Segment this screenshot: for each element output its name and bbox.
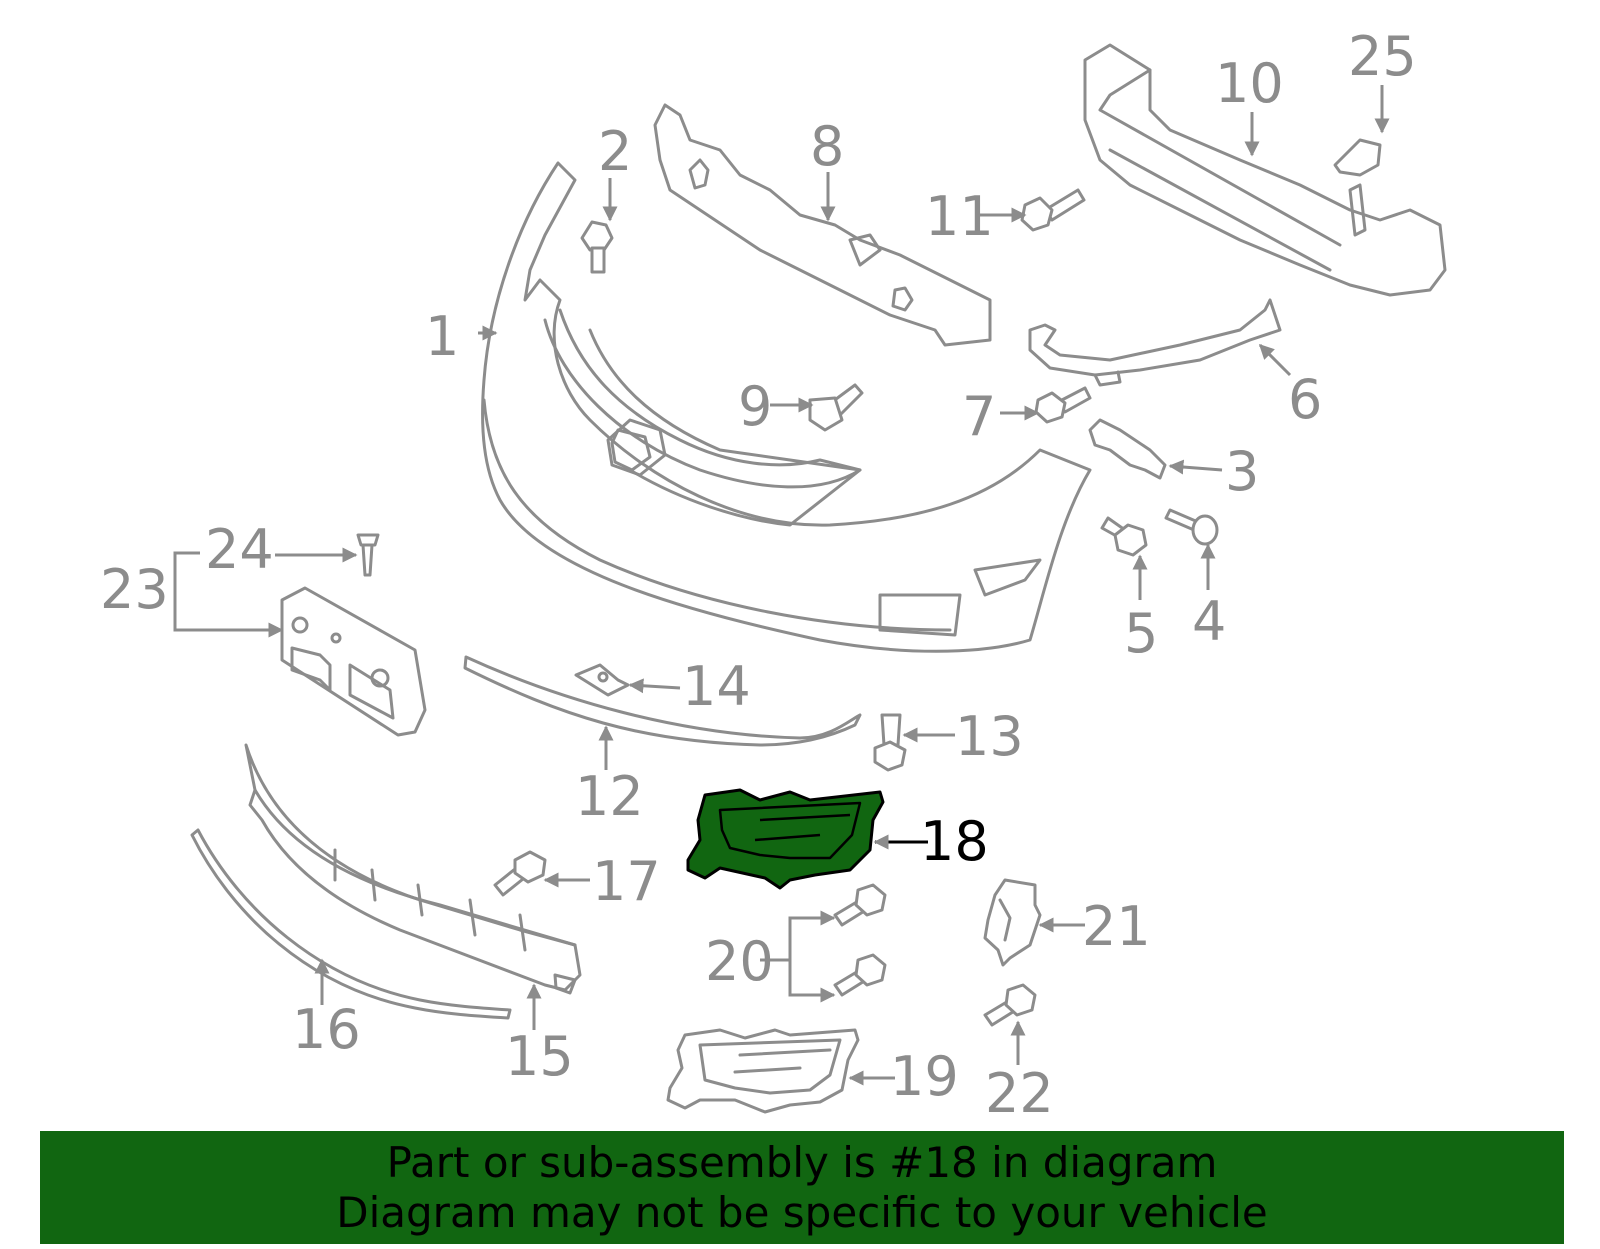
callout-25: 25 bbox=[1348, 25, 1417, 88]
callout-3: 3 bbox=[1225, 440, 1259, 503]
callout-15: 15 bbox=[505, 1025, 574, 1088]
callout-24: 24 bbox=[205, 518, 274, 581]
callout-2: 2 bbox=[598, 120, 632, 183]
callout-13: 13 bbox=[955, 705, 1024, 768]
callout-1: 1 bbox=[425, 305, 459, 368]
part-5-bolt bbox=[1100, 516, 1148, 557]
callout-22: 22 bbox=[985, 1062, 1054, 1125]
part-14-clip bbox=[574, 663, 630, 697]
part-10-reinforcement bbox=[1083, 43, 1447, 297]
banner-line-part: Part or sub-assembly is #18 in diagram bbox=[386, 1137, 1218, 1187]
callout-19: 19 bbox=[890, 1045, 959, 1108]
part-9-clip bbox=[808, 383, 864, 432]
part-23-license-bracket bbox=[280, 586, 427, 737]
part-15-lower-grille bbox=[244, 743, 582, 995]
callout-7: 7 bbox=[962, 385, 996, 448]
part-17-bolt bbox=[493, 850, 547, 897]
callout-8: 8 bbox=[810, 115, 844, 178]
banner-line-disclaimer: Diagram may not be specific to your vehi… bbox=[336, 1187, 1268, 1237]
callout-12: 12 bbox=[575, 765, 644, 828]
part-3-bracket bbox=[1088, 418, 1167, 480]
callout-4: 4 bbox=[1192, 590, 1226, 653]
part-21-bracket bbox=[983, 878, 1042, 967]
part-4-push-pin bbox=[1164, 508, 1219, 546]
callout-20: 20 bbox=[705, 930, 774, 993]
part-6-bracket bbox=[1028, 298, 1282, 387]
part-18-fog-lamp-bezel bbox=[686, 788, 885, 890]
callout-9: 9 bbox=[738, 375, 772, 438]
part-20-bolts bbox=[833, 883, 887, 997]
part-2-bolt bbox=[580, 220, 614, 274]
part-19-fog-lamp-bezel bbox=[666, 1028, 860, 1114]
part-13-bolt bbox=[873, 713, 907, 772]
callout-14: 14 bbox=[682, 655, 751, 718]
leader-lines bbox=[173, 85, 1390, 1086]
callout-18: 18 bbox=[920, 810, 989, 873]
part-16-lower-strip bbox=[190, 828, 512, 1020]
callout-5: 5 bbox=[1124, 602, 1158, 665]
part-8-absorber bbox=[653, 103, 992, 347]
part-24-screw bbox=[356, 533, 380, 577]
part-25-clip bbox=[1333, 138, 1382, 177]
callout-16: 16 bbox=[292, 998, 361, 1061]
callout-10: 10 bbox=[1215, 52, 1284, 115]
part-22-bolt bbox=[983, 983, 1037, 1027]
callout-6: 6 bbox=[1288, 368, 1322, 431]
info-banner: Part or sub-assembly is #18 in diagram D… bbox=[40, 1131, 1564, 1244]
part-11-bolt bbox=[1020, 188, 1086, 232]
part-7-bolt bbox=[1034, 386, 1092, 424]
part-1-bumper-cover bbox=[481, 161, 1092, 653]
callout-21: 21 bbox=[1082, 895, 1151, 958]
part-12-strip bbox=[463, 655, 862, 747]
callout-17: 17 bbox=[592, 850, 661, 913]
callout-11: 11 bbox=[925, 185, 994, 248]
callout-23: 23 bbox=[100, 558, 169, 621]
callout-labels: 1 2 3 4 5 6 7 8 9 10 11 12 13 14 15 16 1… bbox=[100, 25, 1417, 1125]
